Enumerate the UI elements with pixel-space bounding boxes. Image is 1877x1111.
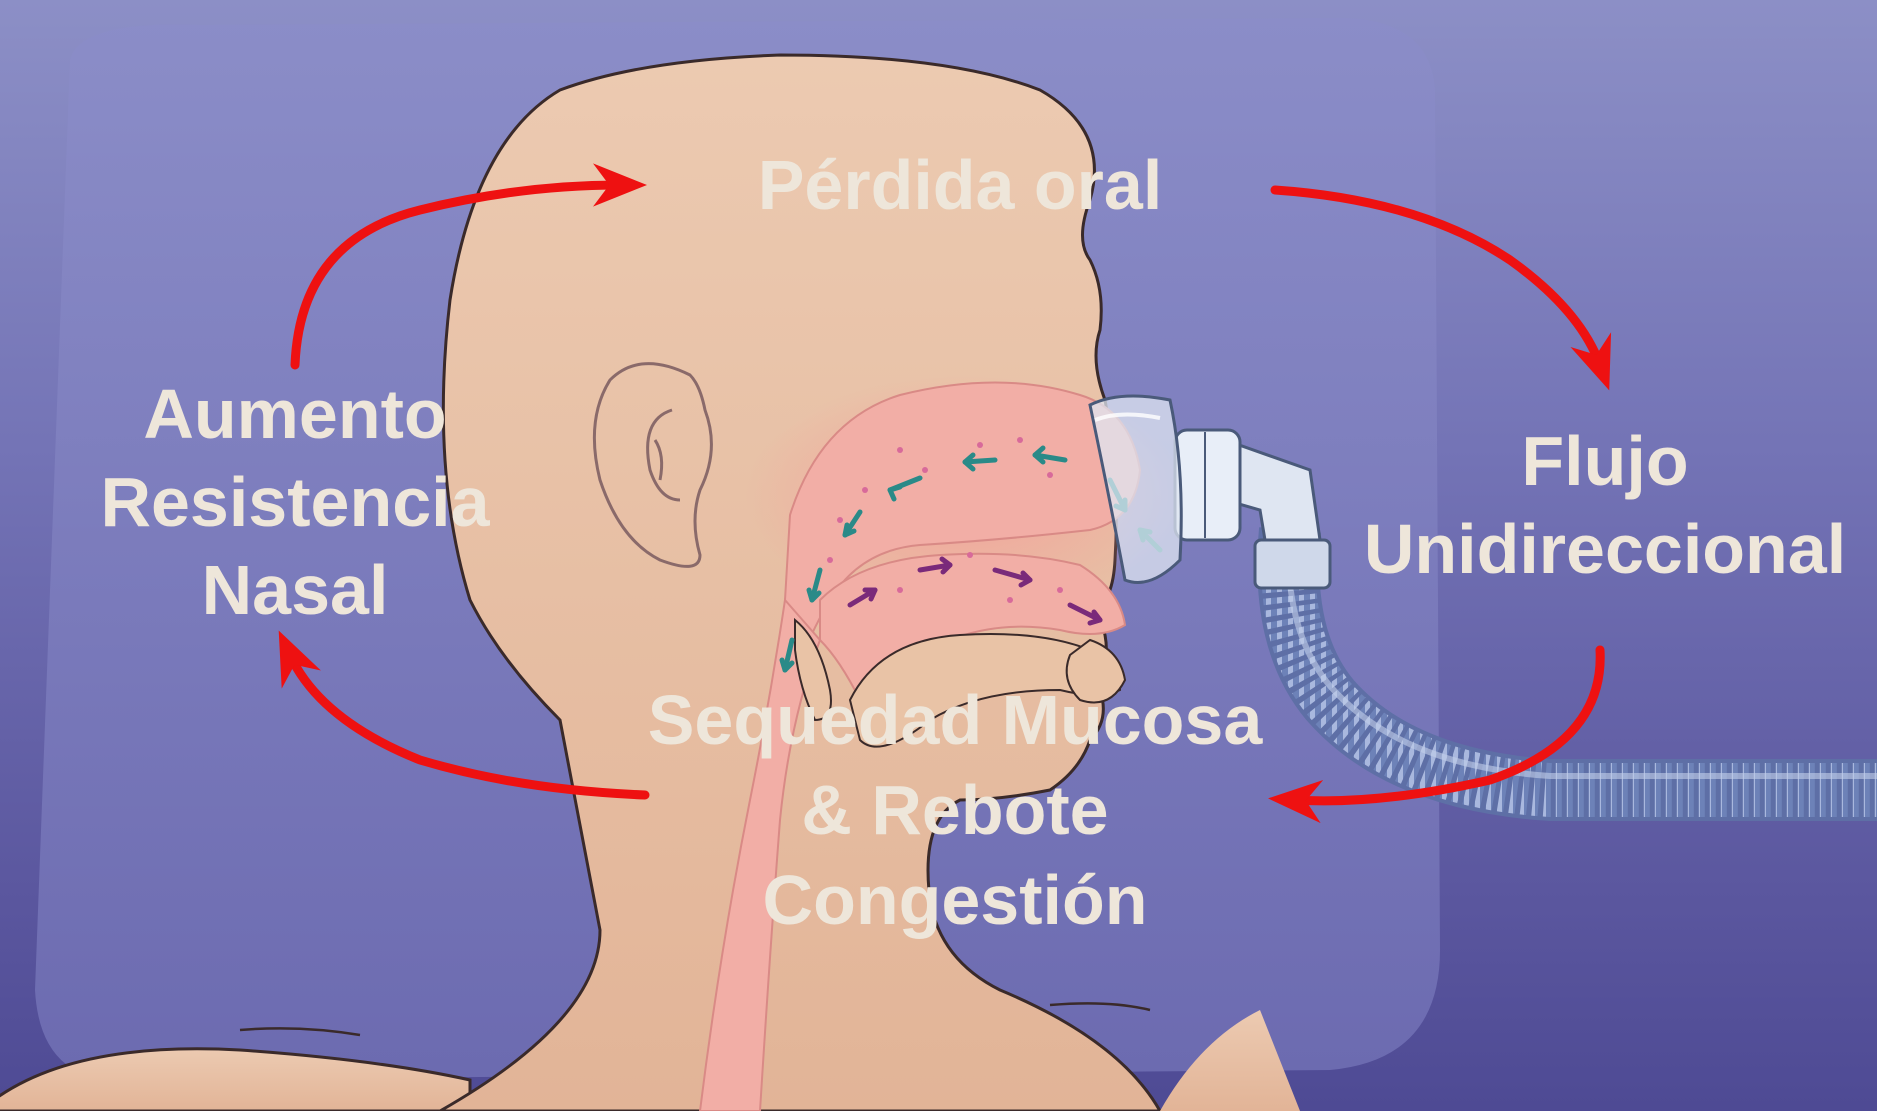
- label-unidirectional-flow: Flujo Unidireccional: [1330, 417, 1877, 593]
- label-unidirectional-flow-line-2: Unidireccional: [1330, 505, 1877, 593]
- label-nasal-resistance: Aumento Resistencia Nasal: [60, 370, 530, 634]
- label-nasal-resistance-line-2: Resistencia: [60, 458, 530, 546]
- label-nasal-resistance-line-3: Nasal: [60, 546, 530, 634]
- label-unidirectional-flow-line-1: Flujo: [1330, 417, 1877, 505]
- label-mucosal-dryness-line-3: Congestión: [560, 855, 1350, 945]
- label-mucosal-dryness: Sequedad Mucosa & Rebote Congestión: [560, 675, 1350, 945]
- label-oral-loss: Pérdida oral: [680, 150, 1240, 220]
- label-nasal-resistance-line-1: Aumento: [60, 370, 530, 458]
- label-oral-loss-text: Pérdida oral: [680, 150, 1240, 220]
- label-mucosal-dryness-line-2: & Rebote: [560, 765, 1350, 855]
- label-mucosal-dryness-line-1: Sequedad Mucosa: [560, 675, 1350, 765]
